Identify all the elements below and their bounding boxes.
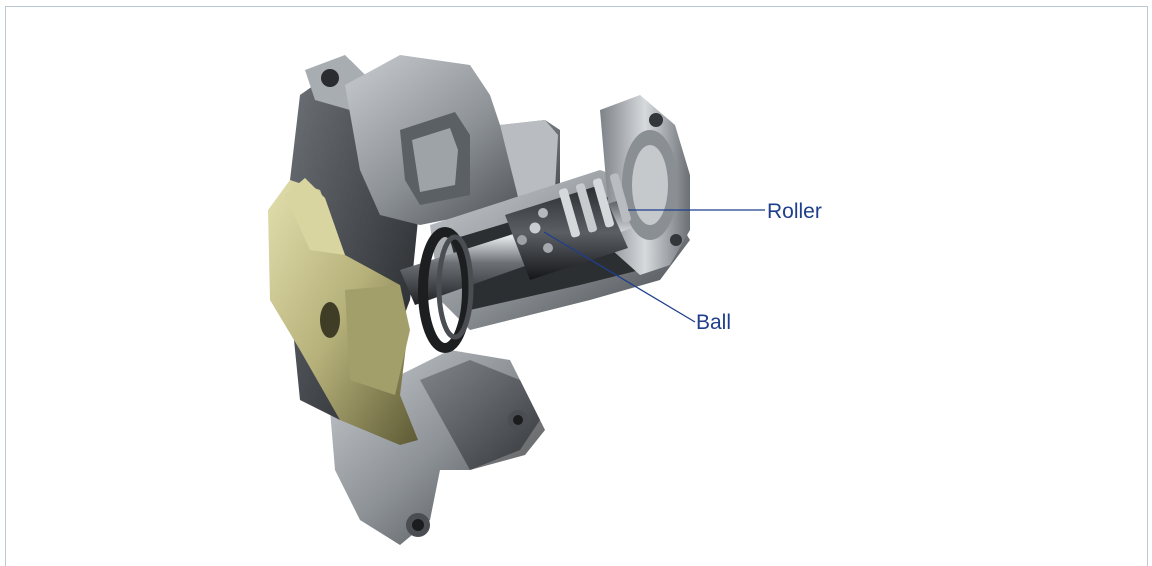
ball-elements: [517, 208, 553, 253]
pulley-hub: [268, 178, 418, 445]
roller-label: Roller: [767, 200, 822, 223]
ball-label: Ball: [696, 311, 732, 334]
roller-elements: [558, 173, 631, 238]
shaft-and-bearing: [400, 173, 632, 353]
ball-leader-line: [543, 231, 696, 323]
